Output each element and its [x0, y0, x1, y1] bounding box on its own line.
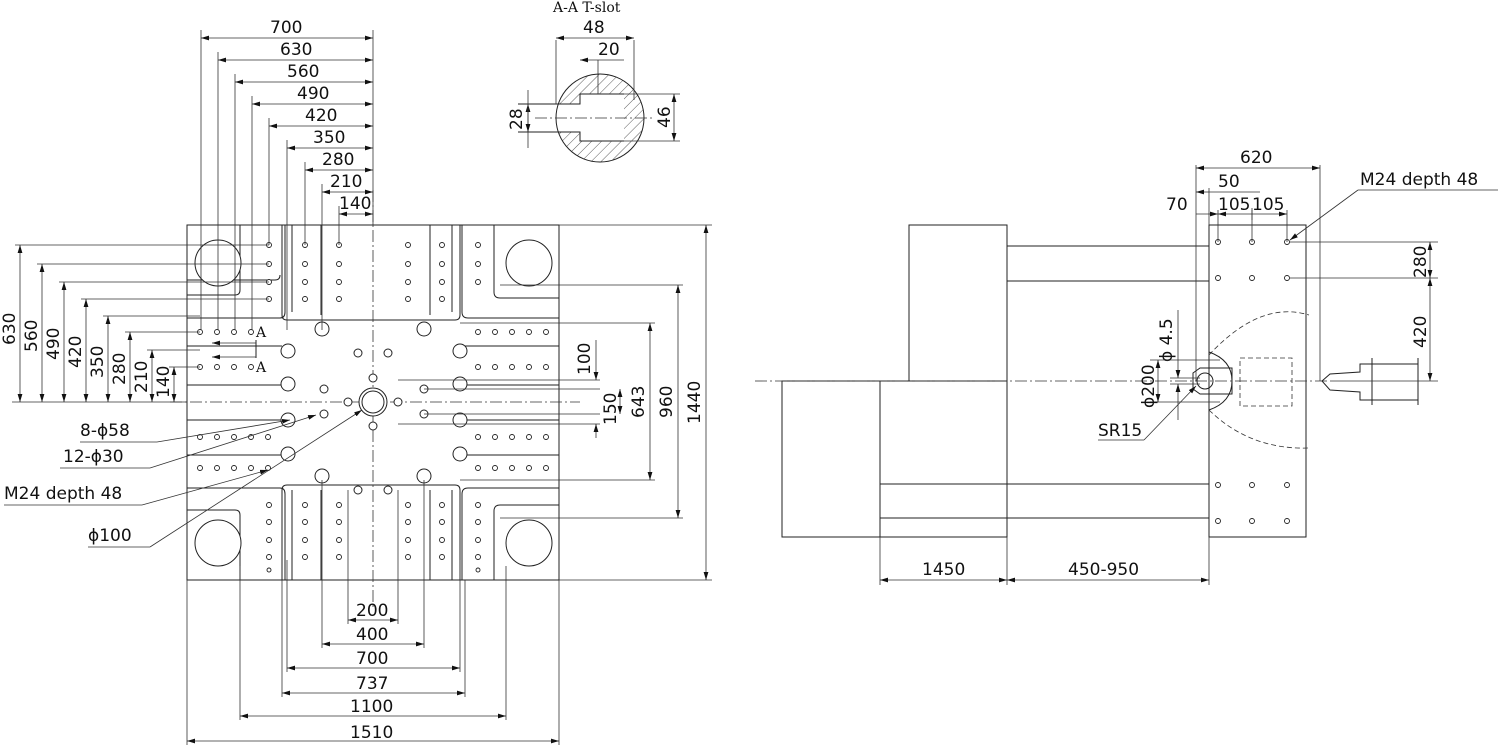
dim-20: 20: [598, 40, 620, 60]
side-dim-70: 70: [1166, 195, 1188, 215]
platen-front-view: A A 700 630 560 490 420: [0, 18, 712, 745]
dim-top-700: 700: [270, 18, 302, 38]
nozzle-phi200: ϕ200: [1139, 364, 1159, 408]
left-dimensions: 630 560 490 420 350 280 210 140: [0, 244, 269, 403]
side-dim-620: 620: [1240, 148, 1272, 168]
nozzle-phi45: ϕ 4.5: [1157, 318, 1177, 362]
machine-side-view: 620 50 70 105 105 M24 depth 48 280 420 ϕ…: [755, 148, 1498, 585]
dim-top-490: 490: [297, 84, 329, 104]
dim-left-420: 420: [66, 336, 86, 368]
dim-left-490: 490: [44, 328, 64, 360]
side-thread-callout: M24 depth 48: [1360, 170, 1478, 190]
callout-large-holes: 8-ϕ58: [80, 421, 130, 441]
injection-unit: [1321, 363, 1419, 401]
dim-top-560: 560: [287, 62, 319, 82]
dim-top-210: 210: [330, 172, 362, 192]
side-dim-1450: 1450: [922, 560, 965, 580]
t-slot-section: A-A T-slot 48 20 28 46: [507, 0, 680, 163]
side-dim-50: 50: [1218, 172, 1240, 192]
section-title: A-A T-slot: [552, 0, 621, 16]
side-dim-420: 420: [1411, 316, 1431, 348]
dim-46: 46: [655, 106, 675, 128]
dim-top-420: 420: [305, 106, 337, 126]
nozzle-sr15: SR15: [1098, 421, 1142, 441]
dim-bottom-1100: 1100: [350, 697, 393, 717]
callout-center-hole: ϕ100: [88, 526, 132, 546]
t-slot-channel-bottom: [281, 484, 461, 580]
dim-right-1440: 1440: [685, 381, 705, 424]
callout-threads: M24 depth 48: [4, 484, 122, 504]
tie-bar-hole: [505, 239, 553, 287]
rear-platen: [781, 380, 881, 538]
tie-bar-hole: [194, 519, 242, 567]
dim-top-350: 350: [313, 128, 345, 148]
dim-bottom-400: 400: [356, 625, 388, 645]
dim-bottom-200: 200: [356, 601, 388, 621]
dim-left-140: 140: [154, 366, 174, 398]
bottom-dimensions: 200 400 700 737 1100 1510: [186, 480, 560, 745]
section-mark-a1: A: [255, 325, 267, 341]
dim-bottom-1510: 1510: [350, 723, 393, 743]
tie-bar-hole: [505, 519, 553, 567]
dim-bottom-737: 737: [356, 674, 388, 694]
dim-left-630: 630: [0, 313, 20, 345]
center-hole: [358, 387, 388, 417]
dim-28: 28: [507, 108, 527, 130]
moving-platen-top: [908, 224, 1008, 382]
callout-small-holes: 12-ϕ30: [63, 447, 124, 467]
side-dim-450-950: 450-950: [1068, 560, 1139, 580]
dim-right-960: 960: [657, 386, 677, 418]
side-dim-105a: 105: [1218, 195, 1250, 215]
dim-left-560: 560: [22, 320, 42, 352]
dim-left-210: 210: [132, 361, 152, 393]
side-dim-280: 280: [1411, 246, 1431, 278]
dim-right-100: 100: [575, 343, 595, 375]
dim-right-150: 150: [601, 393, 621, 425]
dim-left-280: 280: [110, 353, 130, 385]
dim-top-280: 280: [322, 150, 354, 170]
dim-bottom-700: 700: [356, 649, 388, 669]
dim-right-643: 643: [629, 386, 649, 418]
top-dimensions: 700 630 560 490 420 350 280 210 140: [200, 18, 374, 330]
dim-top-630: 630: [280, 40, 312, 60]
dim-48: 48: [583, 18, 605, 38]
section-mark-a2: A: [255, 360, 267, 376]
side-dim-105b: 105: [1252, 195, 1284, 215]
right-dimensions: 100 150 643 960 1440: [398, 224, 712, 581]
t-slot-channel-top: [281, 225, 461, 321]
dim-left-350: 350: [88, 346, 108, 378]
dim-top-140: 140: [339, 194, 371, 214]
side-thread-holes: [1215, 239, 1290, 524]
callouts: 8-ϕ58 12-ϕ30 M24 depth 48 ϕ100: [4, 409, 363, 548]
